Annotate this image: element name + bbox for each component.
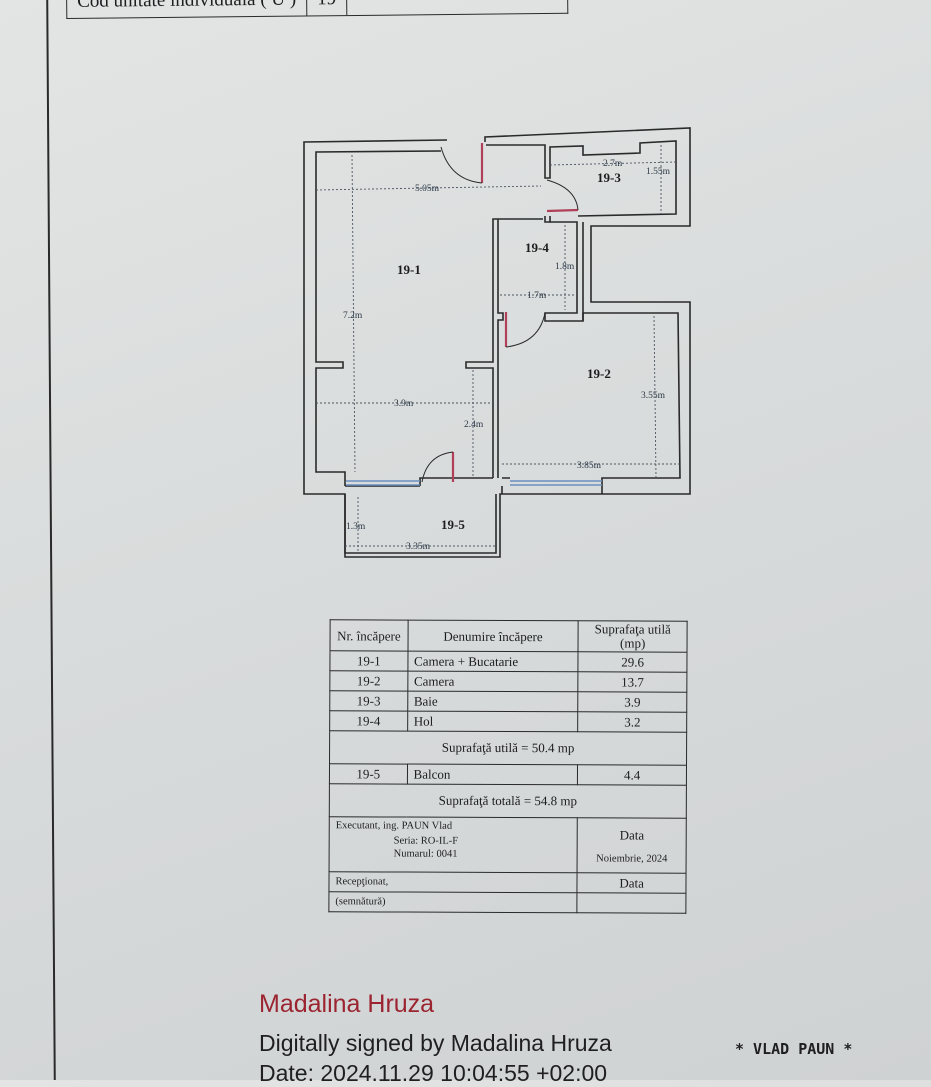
row-area: 13.7 xyxy=(578,671,687,693)
receptionat: Recepţionat, xyxy=(328,871,578,893)
door-bath xyxy=(546,208,579,213)
row-nr: 19-1 xyxy=(329,650,408,672)
signature-line: Digitally signed by Madalina Hruza xyxy=(259,1030,612,1056)
dim-label: 5.05m xyxy=(415,184,440,194)
dimension-lines xyxy=(315,145,680,553)
row-name: Hol xyxy=(407,711,579,732)
dim-line xyxy=(351,154,356,473)
empty-cell xyxy=(577,892,686,914)
table-header-row: Nr. încăpere Denumire încăpere Suprafaţa… xyxy=(330,619,688,653)
header-name: Denumire încăpere xyxy=(407,620,579,652)
doors xyxy=(421,143,579,483)
dim-label: 1.55m xyxy=(646,167,671,177)
dim-label: 7.2m xyxy=(343,311,363,321)
row-area: 29.6 xyxy=(578,651,688,673)
dim-line xyxy=(549,161,677,166)
room-labels: 19-1 19-2 19-3 19-4 19-5 xyxy=(397,170,621,532)
header-nr: Nr. încăpere xyxy=(330,619,408,652)
door-room-arc xyxy=(505,312,546,348)
subtotal: Suprafaţă utilă = 50.4 mp xyxy=(329,730,687,766)
room-label-19-3: 19-3 xyxy=(597,170,621,185)
room-19-3-wall xyxy=(486,140,677,223)
date-value: Noiembrie, 2024 xyxy=(596,852,668,865)
executant: Executant, ing. PAUN Vlad xyxy=(335,820,453,832)
door-entrance-arc xyxy=(440,146,483,184)
executant-cell: Executant, ing. PAUN Vlad Seria: RO-IL-F… xyxy=(329,816,578,873)
date-label: Data xyxy=(619,826,645,843)
windows xyxy=(346,480,602,486)
date-label-2: Data xyxy=(577,872,687,894)
room-label-19-2: 19-2 xyxy=(587,366,611,381)
dim-label: 3.9m xyxy=(394,399,414,409)
row-name: Baie xyxy=(407,691,579,712)
date-cell: Data Noiembrie, 2024 xyxy=(577,817,687,874)
floor-plan: 19-1 19-2 19-3 19-4 19-5 5.05m 7.2m 3.9m… xyxy=(303,127,691,558)
dim-label: 3.85m xyxy=(577,461,602,471)
row-name: Camera + Bucatarie xyxy=(407,651,579,672)
room-label-19-1: 19-1 xyxy=(397,262,421,277)
dim-label: 3.55m xyxy=(641,391,666,401)
dim-label: 1.3m xyxy=(346,522,366,532)
dim-label: 1.8m xyxy=(555,262,575,272)
row-nr: 19-2 xyxy=(329,670,408,692)
dim-label: 2.4m xyxy=(464,420,484,430)
door-balcony-arc xyxy=(421,451,454,483)
walls xyxy=(303,127,691,558)
row-area: 3.2 xyxy=(577,711,687,733)
row-nr: 19-3 xyxy=(329,690,408,712)
balcony-wall xyxy=(344,485,497,554)
stamp-text: * VLAD PAUN * xyxy=(735,1040,853,1058)
door-bath-arc xyxy=(546,179,579,211)
seria: Seria: RO-IL-F xyxy=(393,835,459,847)
row-nr: 19-4 xyxy=(329,710,408,732)
dim-line xyxy=(653,315,657,479)
dim-label: 2.7m xyxy=(603,159,623,169)
room-19-1-wall xyxy=(315,150,543,486)
dim-label: 3.35m xyxy=(406,542,431,552)
row-name: Balcon xyxy=(407,764,578,785)
row-name: Camera xyxy=(407,671,579,692)
total: Suprafaţă totală = 54.8 mp xyxy=(329,783,687,819)
dim-label: 1.7m xyxy=(527,291,547,301)
signer-name: Madalina Hruza xyxy=(259,990,435,1018)
area-table: Nr. încăpere Denumire încăpere Suprafaţa… xyxy=(328,619,688,914)
room-label-19-5: 19-5 xyxy=(441,517,465,532)
semnatura: (semnătură) xyxy=(328,891,578,913)
room-19-4-wall xyxy=(497,219,584,478)
header-area: Suprafaţa utilă (mp) xyxy=(578,620,688,653)
room-label-19-4: 19-4 xyxy=(525,240,549,255)
dimension-labels: 5.05m 7.2m 3.9m 2.4m 3.55m 3.85m 2.7m 1.… xyxy=(343,159,671,552)
row-area: 4.4 xyxy=(577,764,687,786)
signature-date: Date: 2024.11.29 10:04:55 +02:00 xyxy=(259,1060,608,1086)
row-area: 3.9 xyxy=(578,691,687,713)
row-nr: 19-5 xyxy=(329,763,408,785)
numarul: Numarul: 0041 xyxy=(393,848,458,860)
dim-line xyxy=(315,185,542,191)
outer-wall xyxy=(303,127,691,558)
